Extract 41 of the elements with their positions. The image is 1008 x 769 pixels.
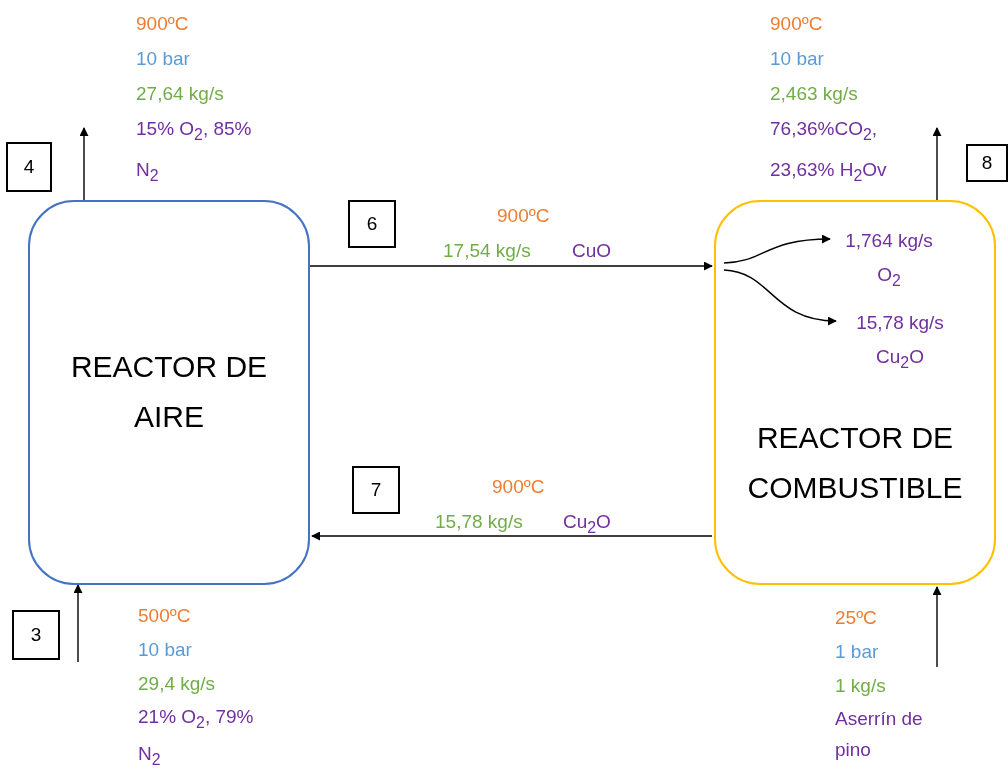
- flow-arrow: [79, 127, 89, 201]
- product-stream-label: 15,78 kg/s Cu$_{2}$O: [840, 306, 960, 374]
- temperature-label: 900ºC: [136, 12, 189, 36]
- flow-rate-label: 15,78 kg/s: [435, 510, 523, 534]
- flow-rate-label: 2,463 kg/s: [770, 82, 858, 106]
- flow-arrow: [309, 261, 713, 271]
- stream-number-box: 3: [12, 610, 60, 660]
- reactor-label: REACTOR DE COMBUSTIBLE: [746, 420, 964, 506]
- reactor-box: [28, 200, 310, 585]
- temperature-label: 900ºC: [497, 204, 550, 228]
- flow-arrow: [723, 234, 831, 264]
- stream-number-box: 6: [348, 200, 396, 248]
- product-stream-label: 1,764 kg/s O$_{2}$: [834, 224, 944, 292]
- composition-label: Cu$_{2}$O: [563, 510, 611, 538]
- stream-number-box: 7: [352, 466, 400, 514]
- flow-arrow: [932, 586, 942, 668]
- flow-arrow: [932, 127, 942, 201]
- temperature-label: 25ºC: [835, 606, 877, 630]
- flow-rate-label: 1 kg/s: [835, 674, 886, 698]
- composition-label: CuO: [572, 239, 612, 263]
- pressure-label: 10 bar: [138, 638, 192, 662]
- stream-number-box: 8: [966, 144, 1008, 182]
- flow-arrow: [73, 584, 83, 663]
- temperature-label: 900ºC: [492, 475, 545, 499]
- pressure-label: 10 bar: [136, 47, 190, 71]
- flow-rate-label: 27,64 kg/s: [136, 82, 224, 106]
- composition-label: 76,36%CO$_{2}$, 23,63% H$_{2}$Ov: [770, 117, 888, 186]
- composition-label: Aserrín de pino: [835, 707, 924, 762]
- reactor-box: [714, 200, 996, 585]
- flow-rate-label: 17,54 kg/s: [443, 239, 531, 263]
- pressure-label: 1 bar: [835, 640, 879, 664]
- flow-arrow: [723, 269, 837, 325]
- temperature-label: 500ºC: [138, 604, 191, 628]
- flow-arrow: [311, 531, 713, 541]
- pressure-label: 10 bar: [770, 47, 824, 71]
- flow-rate-label: 29,4 kg/s: [138, 672, 216, 696]
- composition-label: 21% O$_{2}$, 79% N$_{2}$: [138, 705, 255, 769]
- reactor-label: REACTOR DE AIRE: [69, 349, 269, 435]
- temperature-label: 900ºC: [770, 12, 823, 36]
- composition-label: 15% O$_{2}$, 85% N$_{2}$: [136, 117, 253, 186]
- stream-number-box: 4: [6, 142, 52, 192]
